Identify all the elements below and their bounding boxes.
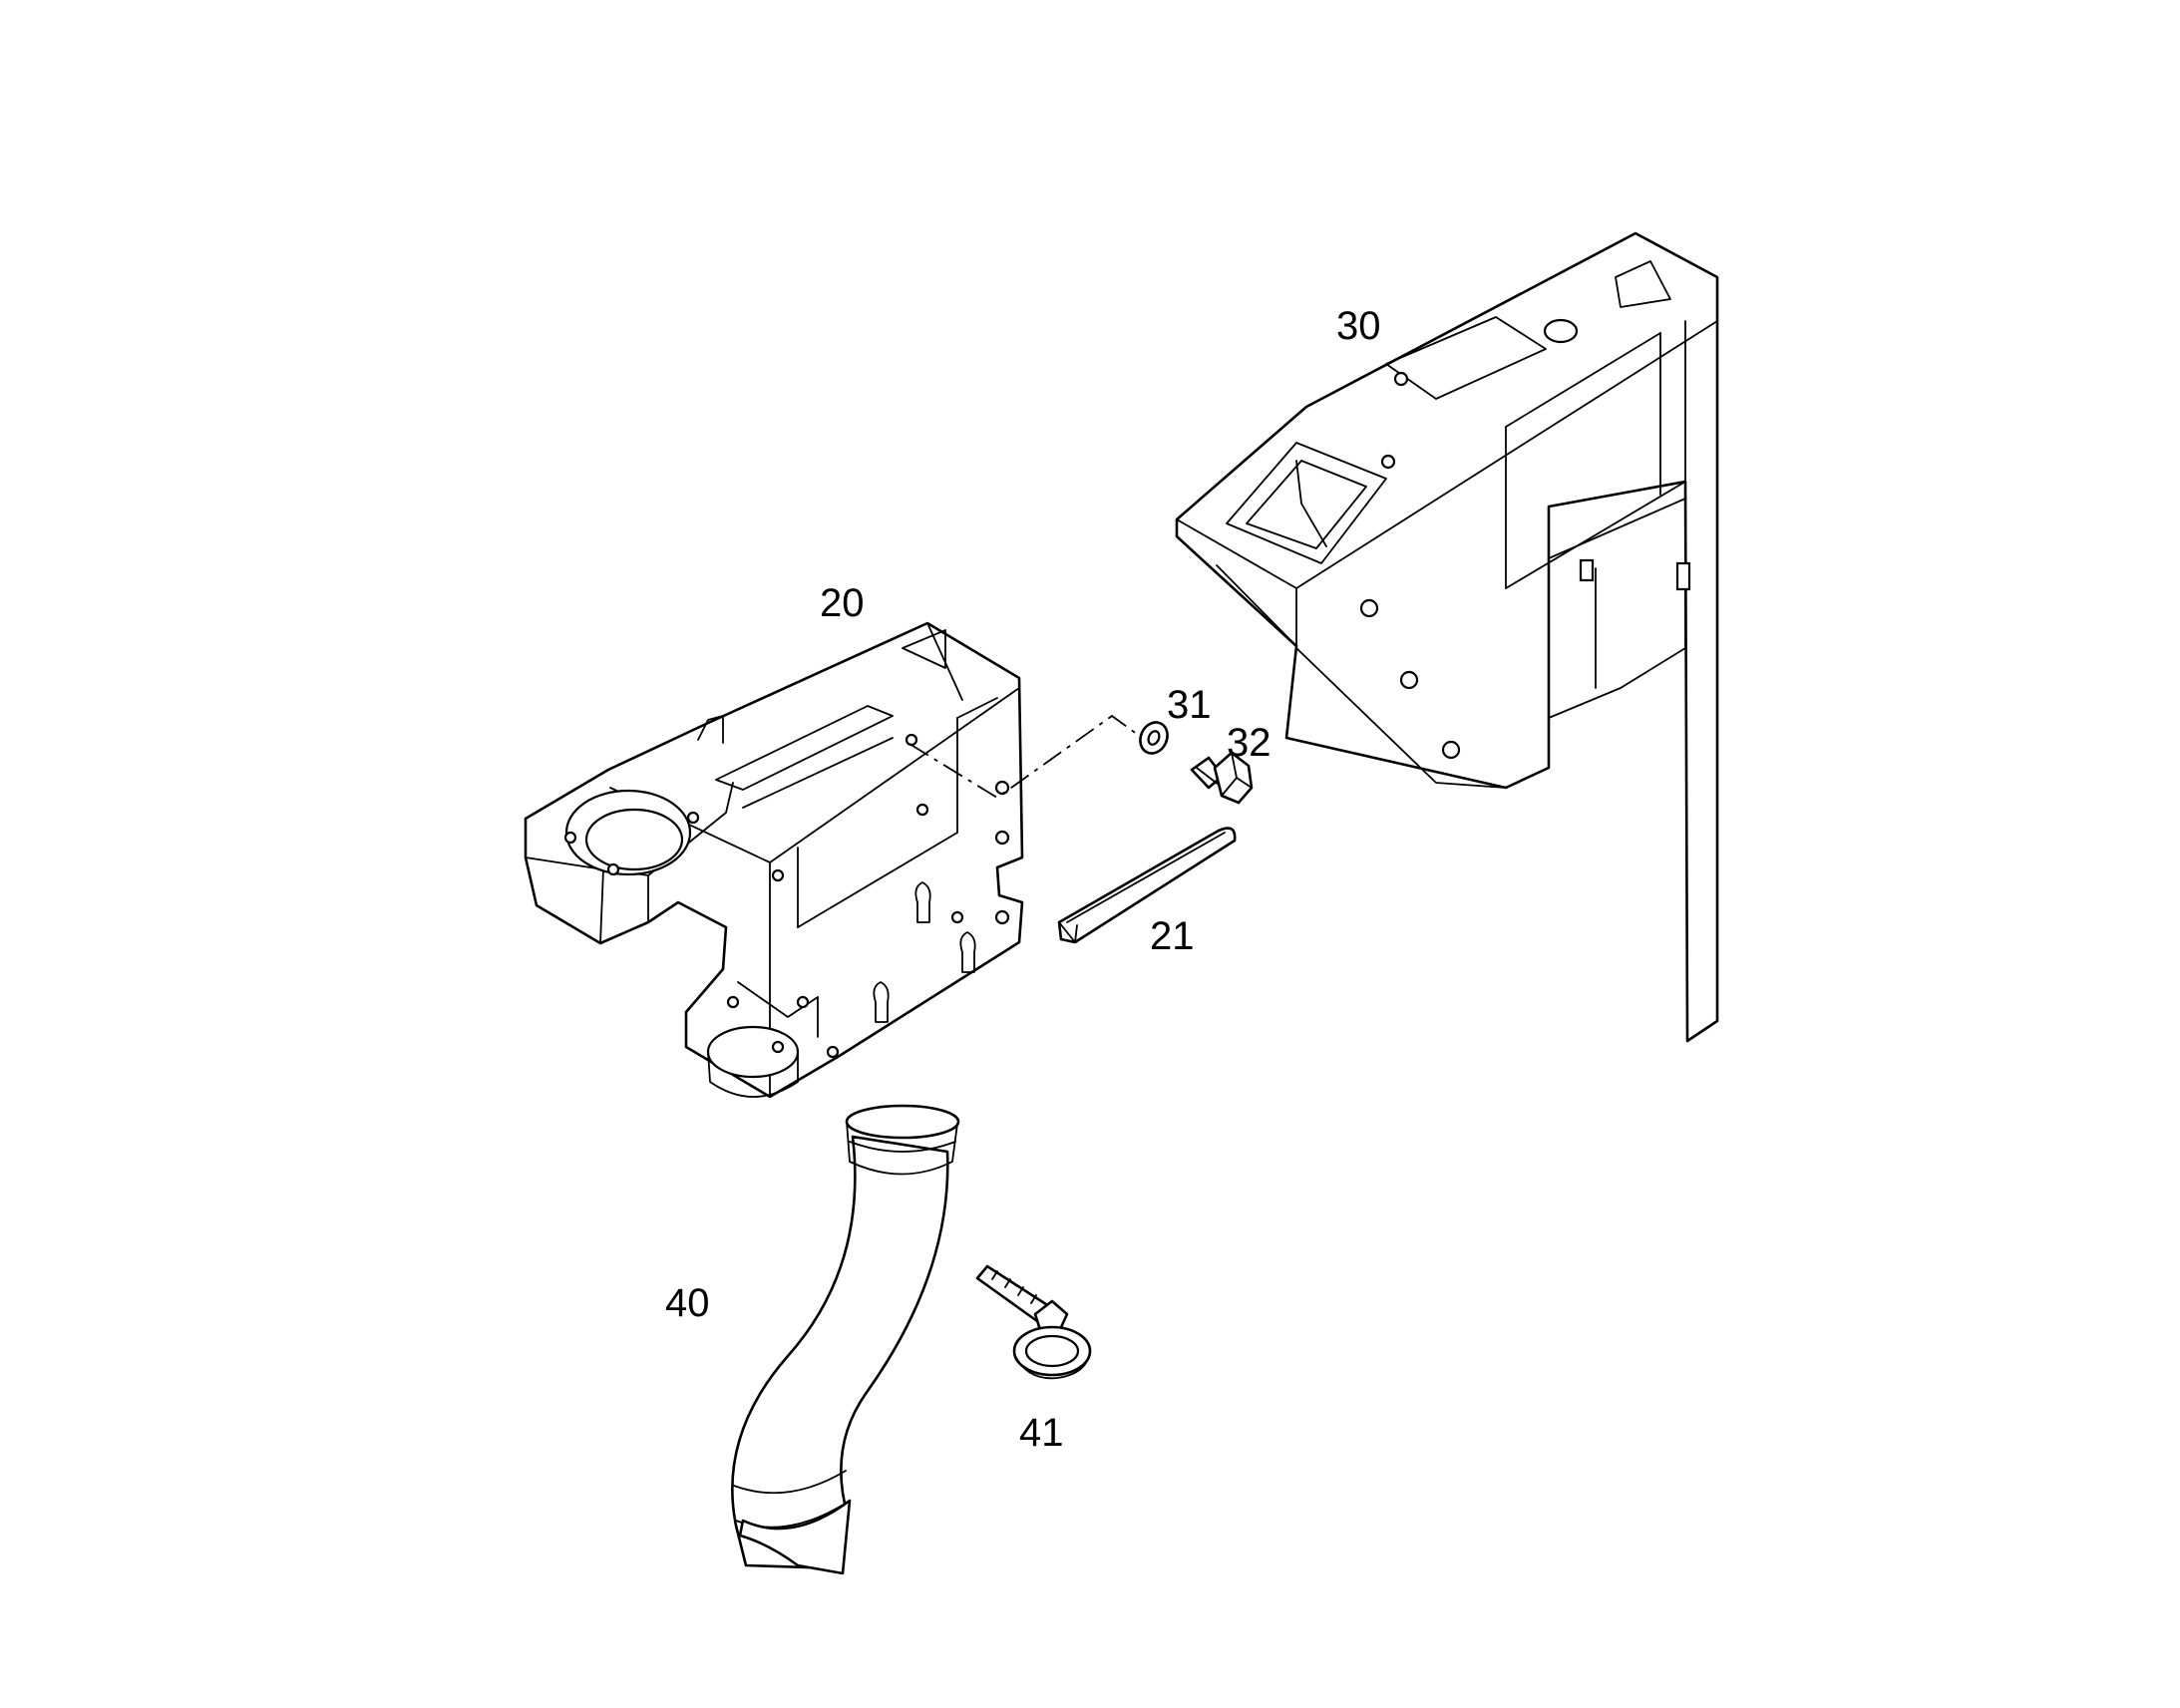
callout-20: 20 [820, 581, 865, 625]
part-31-washer[interactable] [1135, 718, 1172, 758]
assembly-dash-line [908, 714, 1146, 800]
part-41-hose-clamp[interactable] [975, 1264, 1092, 1380]
part-21-edge-strip[interactable] [1057, 827, 1237, 944]
part-20-mounting-frame[interactable] [524, 621, 1024, 1099]
part-32-screw[interactable] [1190, 751, 1254, 805]
part-40-hose[interactable] [731, 1104, 960, 1575]
callout-21: 21 [1150, 914, 1195, 958]
callout-31: 31 [1167, 683, 1212, 727]
callout-41: 41 [1019, 1411, 1064, 1455]
callout-32: 32 [1227, 721, 1272, 765]
part-30-cover-housing[interactable] [1175, 231, 1719, 1043]
callout-30: 30 [1336, 304, 1381, 348]
callout-40: 40 [665, 1281, 710, 1325]
